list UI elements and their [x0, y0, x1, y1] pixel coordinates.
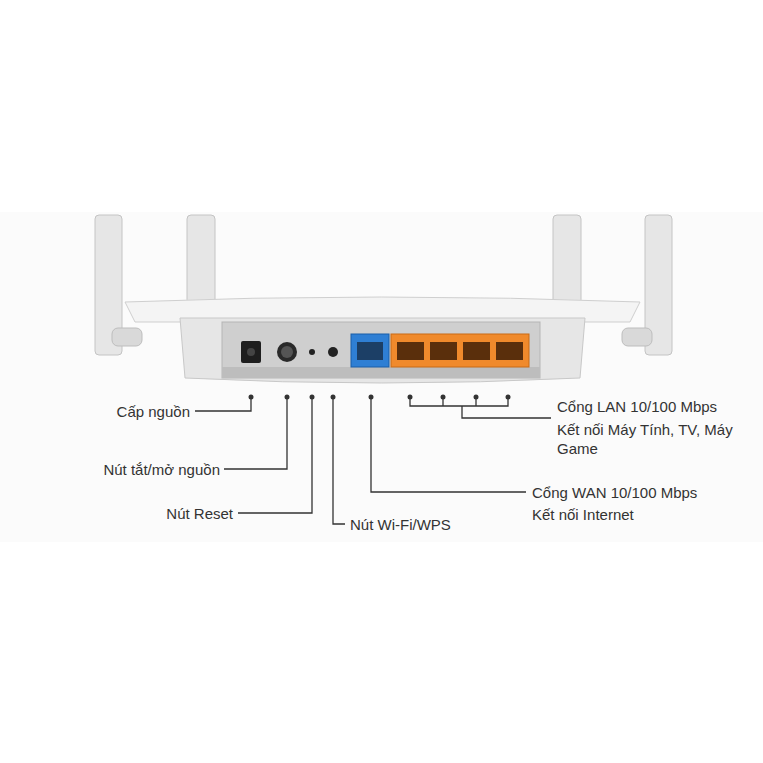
callout-label: Kết nối Máy Tính, TV, Máy Game: [557, 420, 737, 458]
callout-label: Nút tắt/mở nguồn: [103, 460, 220, 479]
callout-label: Cổng WAN 10/100 Mbps: [532, 483, 697, 502]
callout-label: Kết nối Internet: [532, 505, 634, 524]
callout-label: Cổng LAN 10/100 Mbps: [557, 397, 717, 416]
callout-label: Nút Reset: [166, 504, 233, 523]
callout-label: Nút Wi-Fi/WPS: [350, 515, 451, 534]
callout-label: Cấp nguồn: [117, 402, 190, 421]
